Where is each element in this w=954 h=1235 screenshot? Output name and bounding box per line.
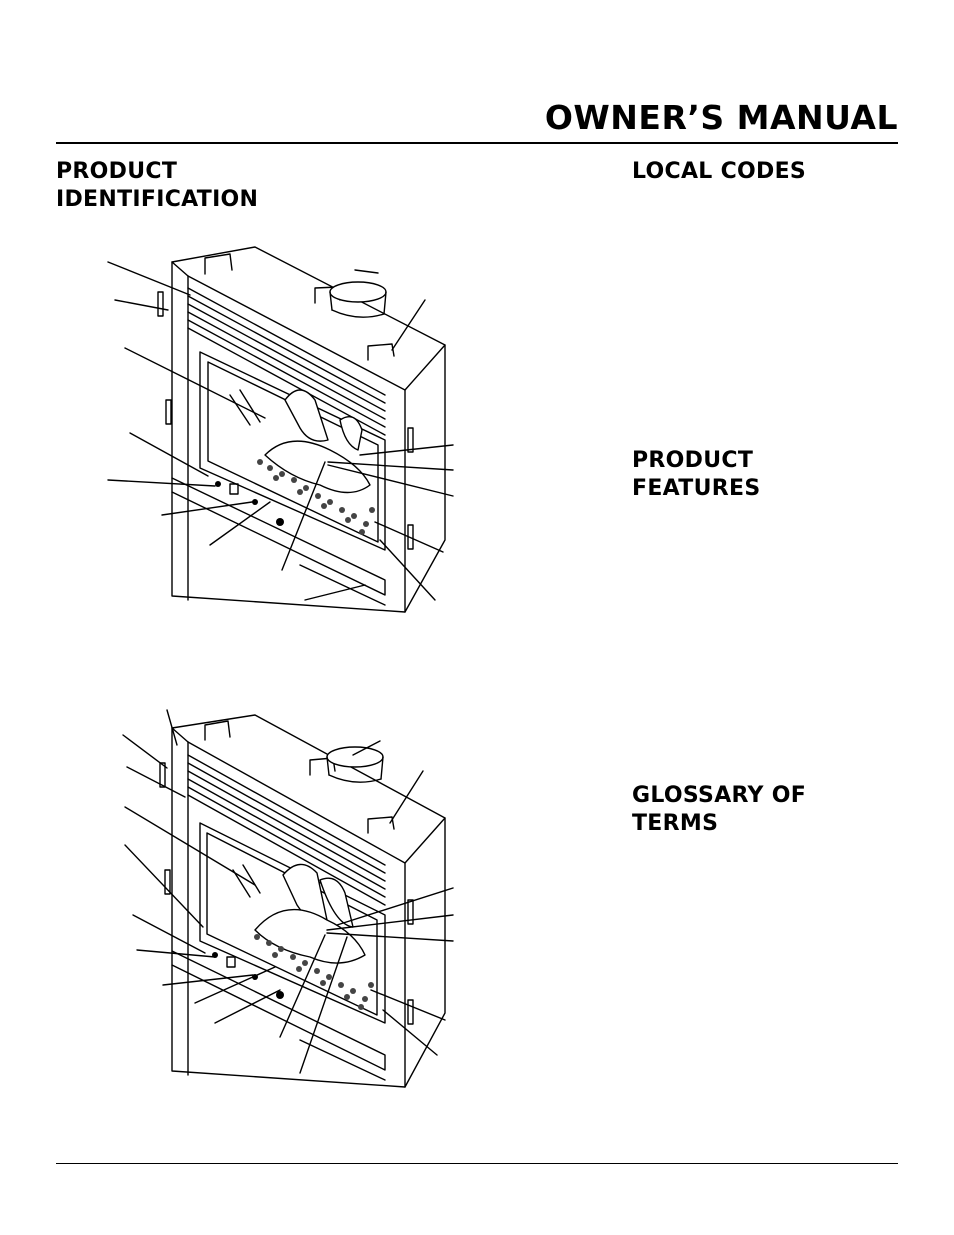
fireplace-illustration-icon (122, 709, 454, 1088)
fireplace-illustration-icon (107, 246, 454, 613)
ember-bed (257, 459, 375, 535)
fireplace-figure-2 (115, 705, 460, 1090)
fireplace-figure-1 (100, 240, 460, 620)
header-rule (56, 142, 898, 144)
product-identification-heading: PRODUCT IDENTIFICATION (56, 159, 259, 212)
ember-bed (254, 934, 374, 1010)
glossary-heading: GLOSSARY OF TERMS (632, 783, 807, 836)
page-title: OWNER’S MANUAL (544, 98, 898, 137)
product-features-heading: PRODUCT FEATURES (632, 448, 761, 501)
footer-rule (56, 1163, 898, 1164)
local-codes-heading: LOCAL CODES (632, 159, 807, 184)
